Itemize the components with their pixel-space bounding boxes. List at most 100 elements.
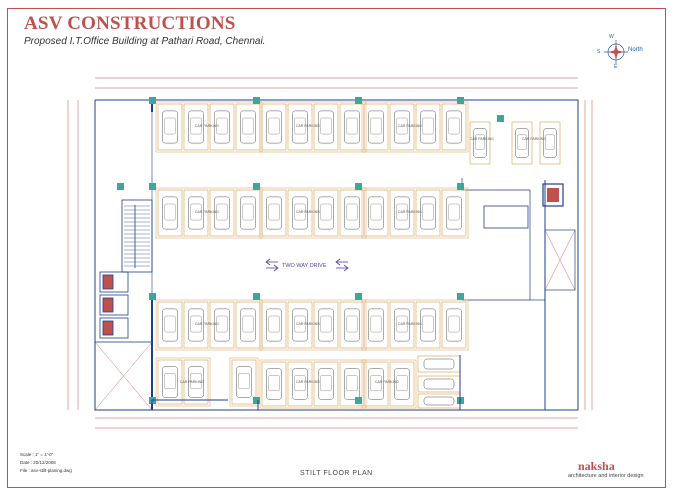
parking-bay <box>183 359 209 405</box>
column-marker <box>457 97 464 104</box>
compass-north-label: North <box>628 47 643 53</box>
brand-logo: naksha <box>578 459 615 473</box>
car-parking-label: CAR PARKING <box>296 322 320 326</box>
parking-bay <box>261 103 287 151</box>
lift-cores <box>99 271 129 339</box>
compass-s-label: S <box>597 49 601 55</box>
outer-walls <box>94 99 579 411</box>
parking-bay <box>287 301 313 349</box>
parking-bay <box>389 103 415 151</box>
parking-bay <box>363 103 389 151</box>
parking-bay <box>157 359 183 405</box>
parking-bay <box>339 301 365 349</box>
parking-bay <box>261 361 287 407</box>
parking-bay <box>287 361 313 407</box>
ramp-outline <box>151 355 461 410</box>
car-parking-label: CAR PARKING <box>296 124 320 128</box>
parking-bay <box>417 393 461 409</box>
column-marker <box>457 183 464 190</box>
parking-bay <box>389 189 415 237</box>
column-marker <box>253 183 260 190</box>
column-marker <box>149 293 156 300</box>
car-parking-label: CAR PARKING <box>522 137 546 141</box>
parking-bay <box>287 103 313 151</box>
parking-bay <box>183 103 209 151</box>
parking-bay <box>441 189 467 237</box>
parking-bay <box>339 189 365 237</box>
car-parking-label: CAR PARKING <box>375 380 399 384</box>
date-note: Date : 20/12/2008 <box>20 460 56 465</box>
compass-e-label: E <box>614 64 618 70</box>
column-marker <box>355 293 362 300</box>
parking-bay <box>441 103 467 151</box>
electrical-room <box>544 229 576 291</box>
file-note: File : asv-stilt-planing.dwg <box>20 468 72 473</box>
parking-bay <box>389 301 415 349</box>
car-parking-label: CAR PARKING <box>195 124 219 128</box>
parking-bay <box>231 359 257 405</box>
parking-bay <box>417 375 461 393</box>
parking-bay <box>313 189 339 237</box>
parking-bay <box>157 189 183 237</box>
dimension-lines <box>67 77 593 429</box>
parking-bay <box>261 189 287 237</box>
car-parking-label: CAR PARKING <box>398 124 422 128</box>
project-subtitle: Proposed I.T.Office Building at Pathari … <box>24 36 266 47</box>
parking-bays: CAR PARKING CAR PARKING CAR PARKING CAR PAR… <box>155 101 561 409</box>
parking-bay <box>287 189 313 237</box>
plan-title: STILT FLOOR PLAN <box>300 470 373 477</box>
parking-bay <box>209 301 235 349</box>
column-marker <box>149 183 156 190</box>
right-lift <box>542 183 564 207</box>
brand-tagline: architecture and interior design <box>568 473 644 479</box>
parking-bay <box>511 121 533 165</box>
column-marker <box>117 183 124 190</box>
parking-bay <box>313 361 339 407</box>
car-parking-label: CAR PARKING <box>296 210 320 214</box>
compass-w-label: W <box>609 34 614 40</box>
column-marker <box>355 183 362 190</box>
parking-bay <box>313 103 339 151</box>
car-parking-label: CAR PARKING <box>296 380 320 384</box>
parking-bay <box>209 189 235 237</box>
car-parking-label: CAR PARKING <box>470 137 494 141</box>
column-marker <box>355 97 362 104</box>
parking-bay <box>157 103 183 151</box>
parking-bay <box>363 361 389 407</box>
right-staircase <box>483 205 529 229</box>
left-stair-treads <box>124 205 150 267</box>
parking-bay <box>235 103 261 151</box>
parking-bay <box>235 301 261 349</box>
parking-bay <box>539 121 561 165</box>
parking-bay <box>157 301 183 349</box>
column-marker <box>149 97 156 104</box>
parking-bay <box>363 301 389 349</box>
parking-bay <box>363 189 389 237</box>
parking-bay <box>415 103 441 151</box>
parking-bay <box>261 301 287 349</box>
column-marker <box>253 97 260 104</box>
car-parking-label: CAR PARKING <box>195 210 219 214</box>
parking-bay <box>235 189 261 237</box>
parking-bay <box>183 189 209 237</box>
scale-note: Scale : 1" = 1'-0" <box>20 452 54 457</box>
parking-bay <box>469 121 491 165</box>
column-marker <box>497 115 504 122</box>
car-parking-label: CAR PARKING <box>180 380 204 384</box>
car-parking-label: CAR PARKING <box>398 322 422 326</box>
service-room <box>94 341 153 411</box>
parking-bay <box>417 355 461 373</box>
column-marker <box>253 293 260 300</box>
column-marker <box>457 293 464 300</box>
drive-label: TWO WAY DRIVE <box>282 263 327 269</box>
left-staircase <box>121 199 153 273</box>
structural-columns <box>117 97 504 404</box>
two-way-arrows <box>265 258 349 272</box>
sheet-border <box>7 8 666 488</box>
parking-bay <box>339 103 365 151</box>
car-parking-label: CAR PARKING <box>398 210 422 214</box>
parking-bay <box>209 103 235 151</box>
parking-bay <box>389 361 415 407</box>
